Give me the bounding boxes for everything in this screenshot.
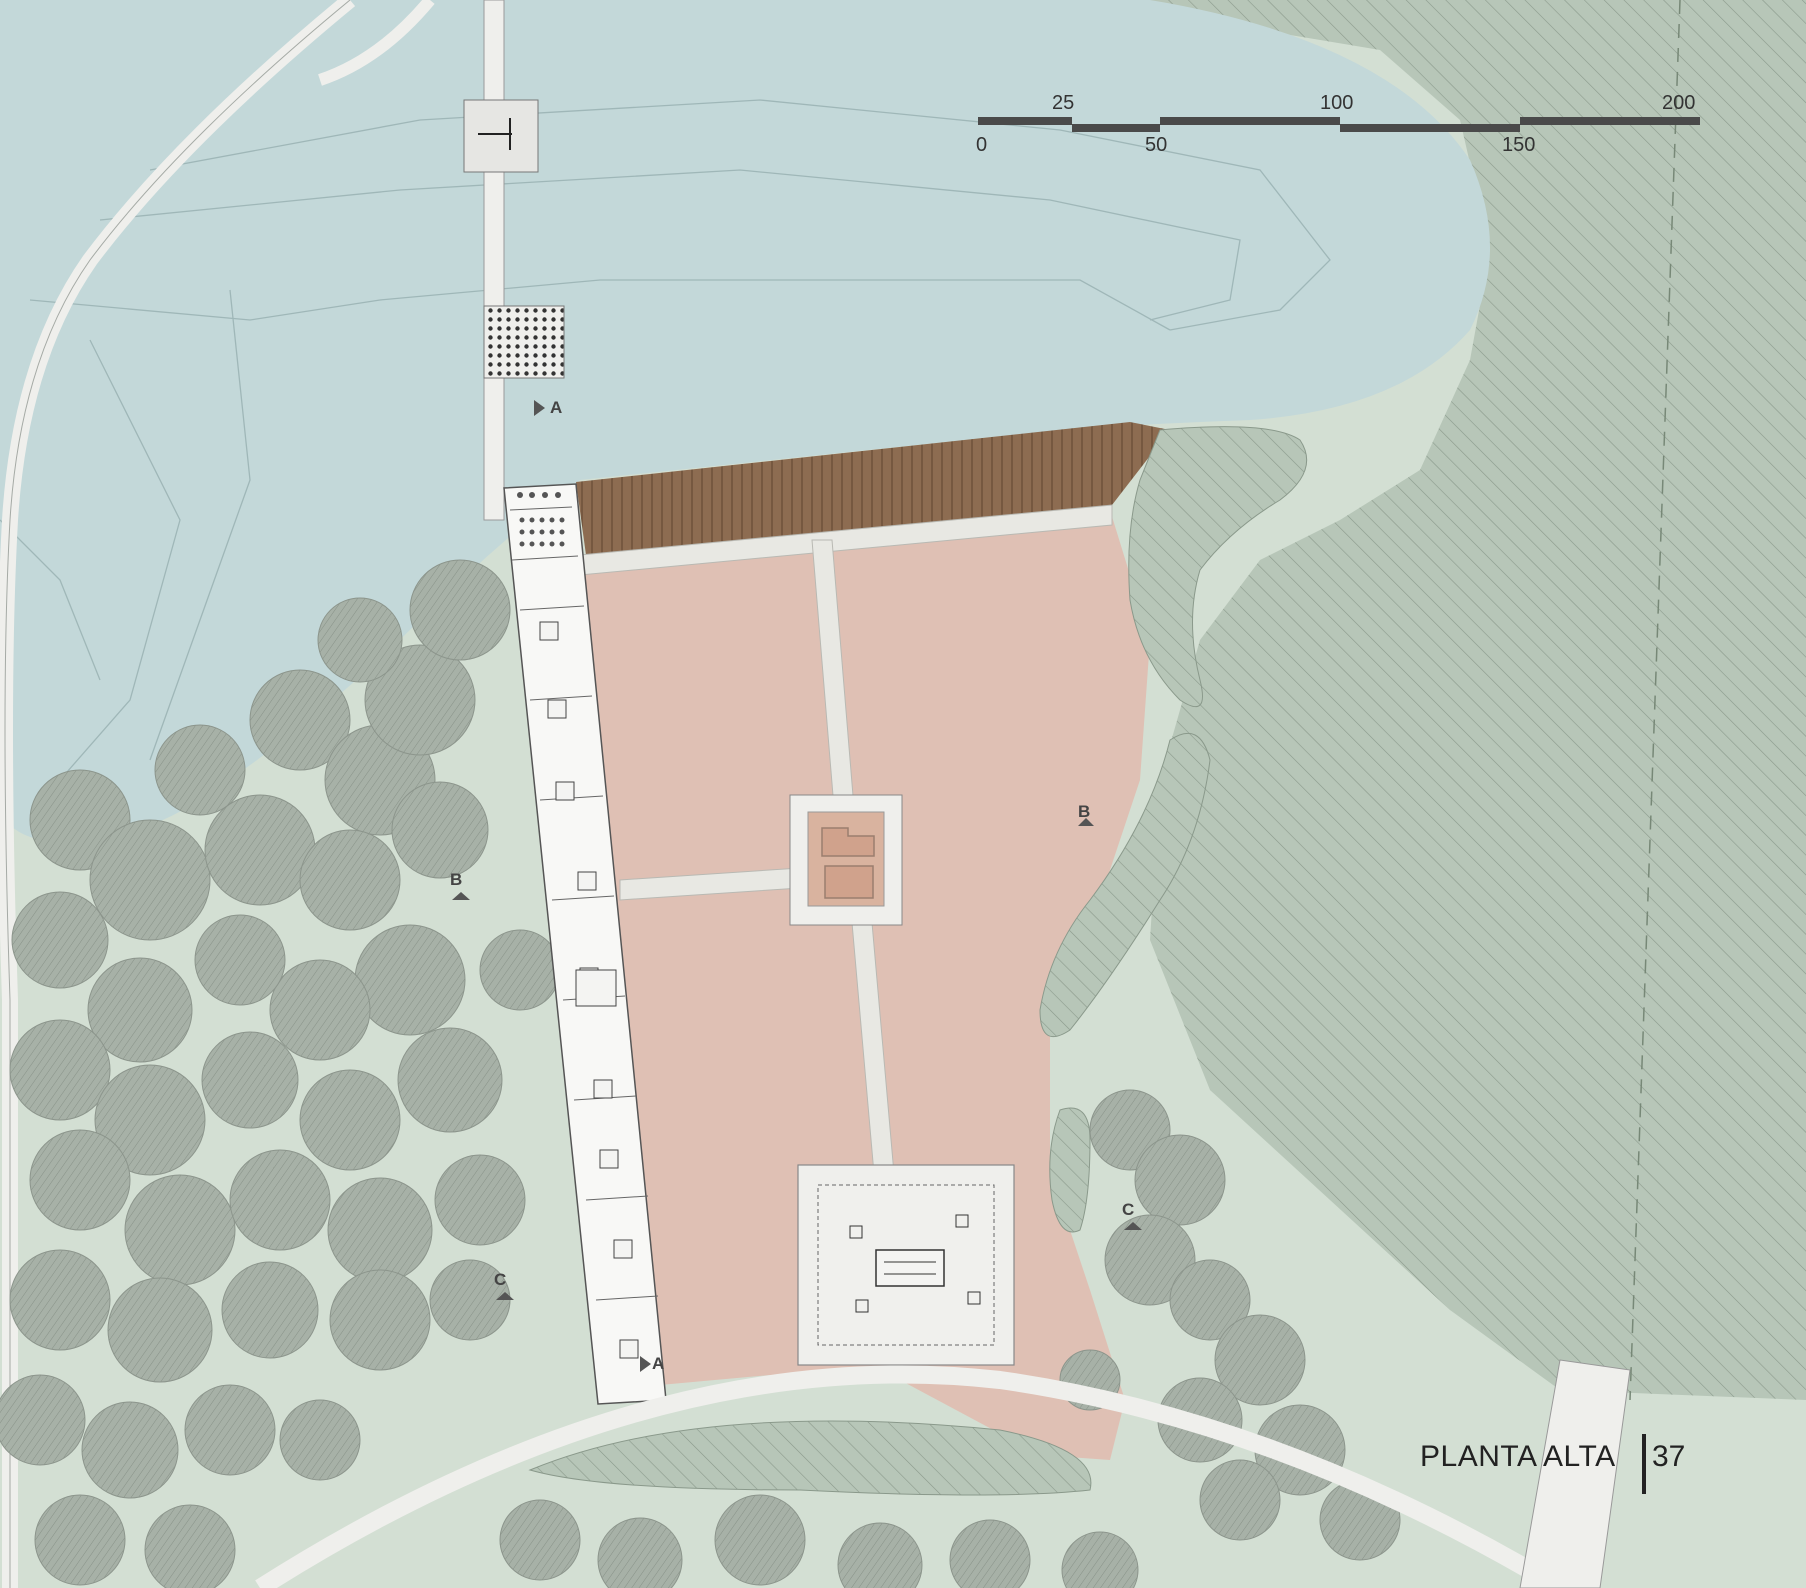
scale-label-25: 25 bbox=[1052, 92, 1075, 114]
scale-bar bbox=[978, 117, 1700, 132]
sheet-title: PLANTA ALTA bbox=[1420, 1440, 1616, 1473]
building-furniture bbox=[517, 492, 565, 547]
page-number: 37 bbox=[1652, 1440, 1686, 1473]
left-path-branch bbox=[318, 0, 435, 86]
pier-platform bbox=[463, 99, 539, 173]
bottom-island bbox=[528, 1420, 1092, 1496]
section-marker-arrows bbox=[452, 400, 1142, 1372]
right-access-path bbox=[1519, 1359, 1631, 1588]
hatched-field bbox=[960, 0, 1806, 1400]
scale-label-100: 100 bbox=[1320, 92, 1354, 114]
tree-clusters-left bbox=[0, 559, 561, 1588]
scale-label-50: 50 bbox=[1145, 134, 1168, 156]
scale-label-150: 150 bbox=[1502, 134, 1536, 156]
bottom-road bbox=[255, 1365, 1565, 1588]
section-label-c-left: C bbox=[494, 1270, 507, 1289]
pond-ribbon-2 bbox=[1039, 732, 1211, 1038]
pier bbox=[483, 0, 505, 521]
pond-ribbon bbox=[1128, 426, 1308, 708]
section-label-b-right: B bbox=[1078, 802, 1091, 821]
tree-clusters-bottom bbox=[499, 1494, 1139, 1588]
section-label-a-top: A bbox=[550, 398, 563, 417]
deck bbox=[576, 422, 1170, 555]
pier-grid-platform bbox=[483, 305, 565, 379]
section-label-c-right: C bbox=[1122, 1200, 1135, 1219]
section-label-b-left: B bbox=[450, 870, 463, 889]
scale-label-200: 200 bbox=[1662, 92, 1696, 114]
pond-ribbon-3 bbox=[1049, 1107, 1091, 1233]
tree-clusters-right bbox=[1059, 1089, 1401, 1561]
section-label-a-bottom: A bbox=[652, 1354, 665, 1373]
building-rooms bbox=[539, 621, 639, 1359]
title-divider bbox=[1642, 1434, 1646, 1494]
scale-label-0: 0 bbox=[976, 134, 988, 156]
